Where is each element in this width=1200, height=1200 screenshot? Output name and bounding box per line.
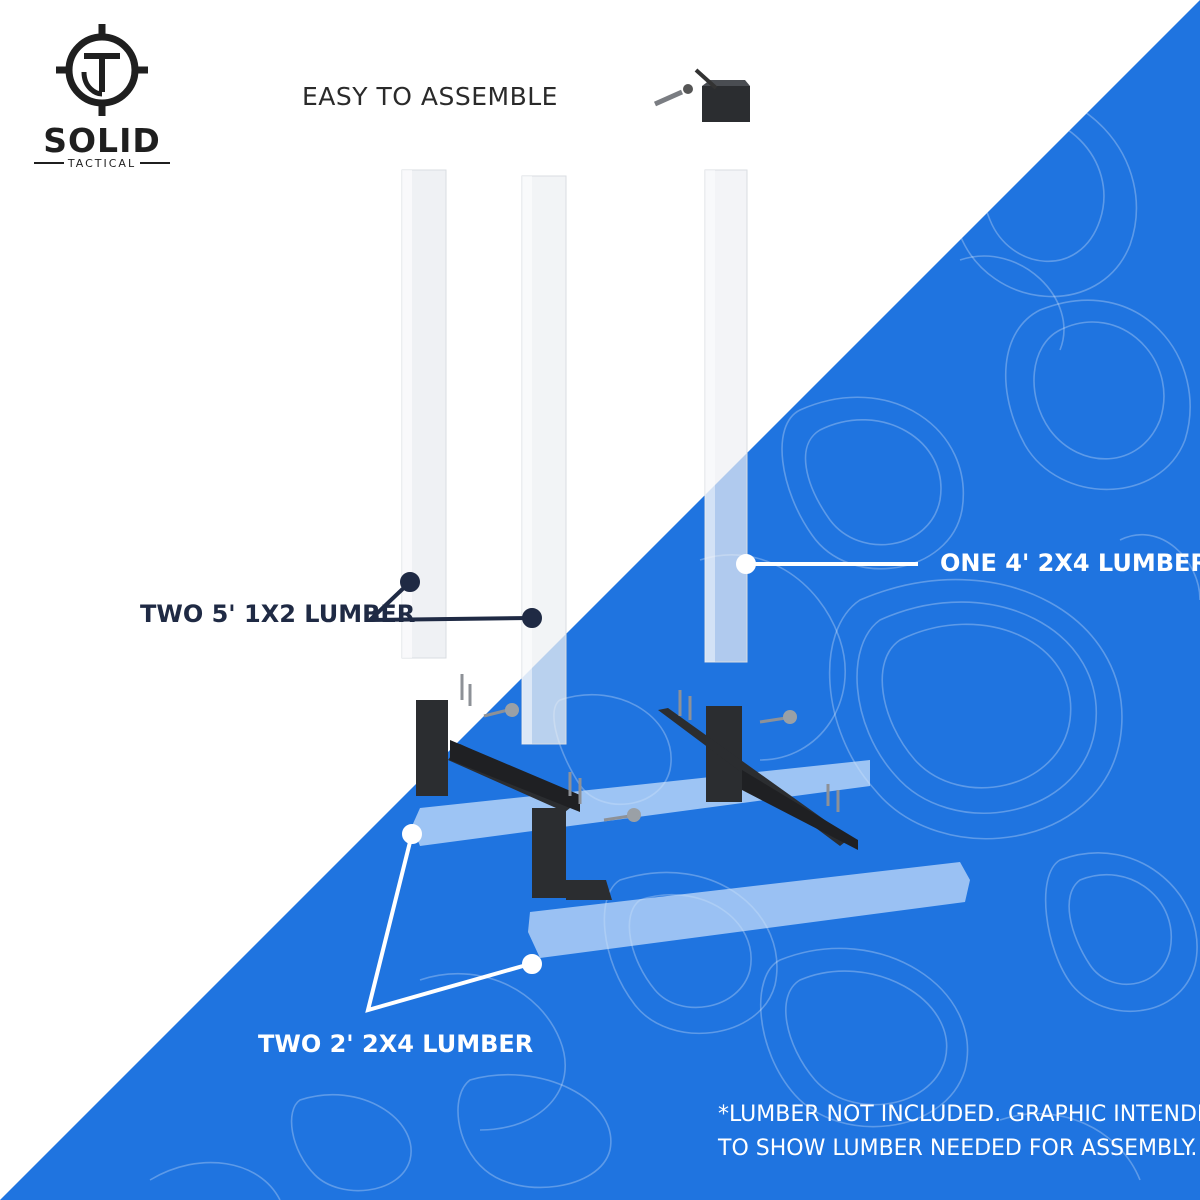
disclaimer-line-1: *LUMBER NOT INCLUDED. GRAPHIC INTENDED: [718, 1102, 1200, 1127]
bracket-hardware-icon: [653, 68, 750, 122]
solid-tactical-logo-icon: [56, 24, 148, 116]
disclaimer: *LUMBER NOT INCLUDED. GRAPHIC INTENDED T…: [718, 1098, 1200, 1166]
disclaimer-line-2: TO SHOW LUMBER NEEDED FOR ASSEMBLY.: [718, 1136, 1198, 1162]
callout-leader-1x2: [368, 572, 542, 628]
lumber-1x2-middle: [521, 175, 567, 745]
brand-tagline: TACTICAL: [67, 157, 137, 170]
callout-leader-4ft: [736, 554, 918, 574]
brand-name: SOLID: [43, 121, 161, 160]
hardware-screws: [460, 674, 840, 822]
lumber-2x4-upright: [704, 169, 748, 663]
callout-label-4ft: ONE 4' 2X4 LUMBER: [940, 549, 1200, 577]
callout-leader-2ft: [365, 824, 542, 1013]
steel-base-frame: [416, 700, 858, 900]
callout-label-2ft: TWO 2' 2X4 LUMBER: [258, 1030, 534, 1058]
headline: EASY TO ASSEMBLE: [302, 82, 558, 111]
lumber-2x4-base-front: [528, 862, 970, 958]
callout-label-1x2: TWO 5' 1X2 LUMBER: [140, 600, 416, 628]
